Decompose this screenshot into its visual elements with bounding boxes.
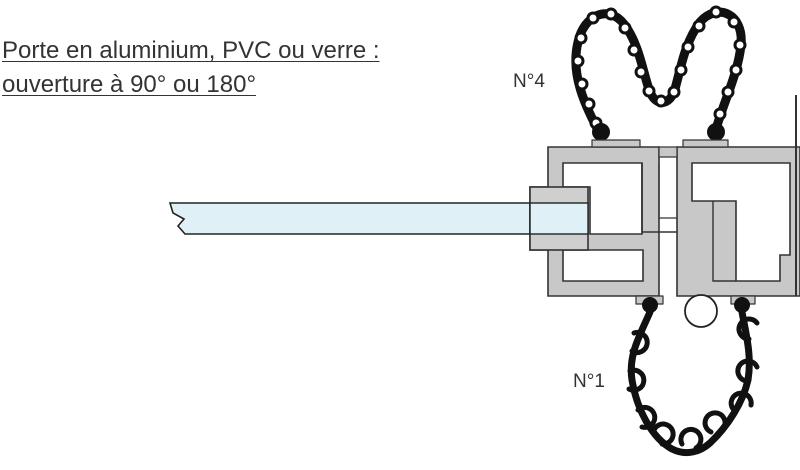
title-line-1: Porte en aluminium, PVC ou verre : [2, 37, 380, 64]
label-n1: N°1 [573, 371, 605, 392]
frame-step [712, 201, 736, 282]
protector-n4-icon [571, 5, 747, 148]
hinge-pin-icon [684, 294, 718, 328]
diagram-title: Porte en aluminium, PVC ou verre : ouver… [2, 34, 380, 102]
label-n4: N°4 [513, 71, 545, 92]
glass-panel [168, 202, 589, 235]
glass-insert [529, 202, 589, 235]
title-line-2: ouverture à 90° ou 180° [2, 71, 257, 98]
frame-profile [676, 146, 800, 297]
protector-n1-icon [626, 295, 760, 457]
gap-strip [658, 146, 678, 158]
